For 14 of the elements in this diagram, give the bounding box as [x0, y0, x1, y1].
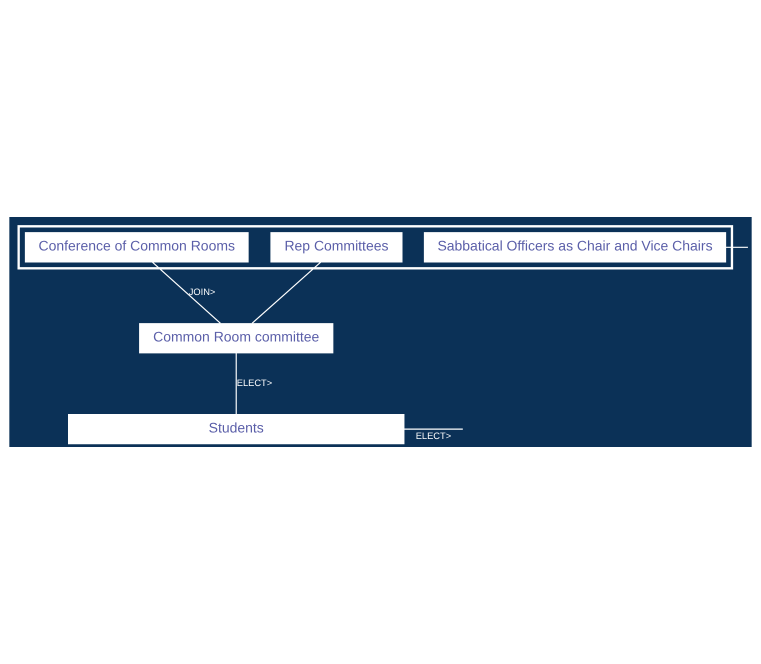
node-box: Common Room committee [139, 323, 334, 354]
edge-label: JOIN> [188, 287, 216, 298]
connector [726, 246, 748, 248]
connector [152, 262, 221, 324]
node-box: Students [68, 414, 404, 444]
cluster [18, 225, 734, 270]
connector [404, 428, 463, 430]
edge-label: ELECT> [236, 378, 272, 388]
node-box: Conference of Common Rooms [24, 232, 249, 262]
connector [236, 353, 237, 414]
node-box: Rep Committees [270, 232, 402, 262]
connector [252, 262, 322, 324]
node-box: Sabbatical Officers as Chair and Vice Chairs [424, 232, 726, 262]
edge-label: ELECT> [416, 430, 452, 441]
